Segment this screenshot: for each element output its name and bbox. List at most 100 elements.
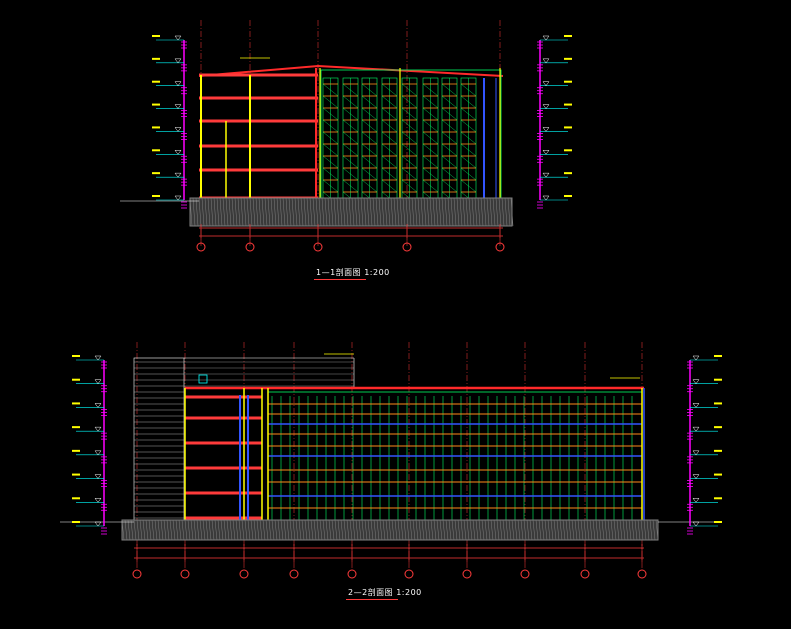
section1-ground-hatch [477, 197, 481, 227]
section2-ground-hatch [619, 519, 623, 541]
section2-ground-hatch [169, 519, 173, 541]
section2-ground-hatch [349, 519, 353, 541]
section2-ground-hatch [124, 519, 128, 541]
section1-ground-hatch [414, 197, 418, 227]
section2-elev-right-label-mark [714, 521, 722, 523]
section1-ground-hatch [381, 197, 385, 227]
section2-ground-hatch [403, 519, 407, 541]
section2-ground-hatch [187, 519, 191, 541]
section2-ground-hatch [433, 519, 437, 541]
section2-ground-hatch [367, 519, 371, 541]
section1-ground-hatch [417, 197, 421, 227]
rack-brace [441, 83, 458, 97]
section2-elev-left-label-mark [72, 473, 80, 476]
section1-ground-hatch [216, 197, 220, 227]
section2-elev-left-triangle [94, 498, 102, 503]
section2-ground-hatch [316, 519, 320, 541]
section2-ground-hatch [166, 519, 170, 541]
section2-ground-hatch [466, 519, 470, 541]
section1-elev-left-triangle [174, 195, 182, 201]
section2-ground-hatch [643, 519, 647, 541]
section2-ground-hatch [181, 519, 185, 541]
section1-elev-left-triangle [174, 104, 182, 109]
section1-ground-hatch [363, 197, 367, 227]
section2-ground-hatch [565, 519, 569, 541]
section2-ground-hatch [271, 519, 275, 541]
axis-bubble [402, 242, 412, 252]
section1-ground-hatch [267, 197, 271, 227]
section1-ground-hatch [366, 197, 370, 227]
section2-ground-hatch [163, 519, 167, 541]
section1-ground-hatch [453, 197, 457, 227]
section1-ground-hatch [315, 197, 319, 227]
section2-elev-left-triangle [94, 474, 102, 479]
section2-ground-hatch [280, 519, 284, 541]
section2-ground-hatch [634, 519, 638, 541]
section2-ground-hatch [142, 519, 146, 541]
section2-ground-hatch [412, 519, 416, 541]
section2-ground-hatch [250, 519, 254, 541]
section2-ground-hatch [628, 519, 632, 541]
section2-ground-hatch [145, 519, 149, 541]
section1-ground-hatch [429, 197, 433, 227]
section2-ground-hatch [445, 519, 449, 541]
section2-ground-hatch [613, 519, 617, 541]
section2-elev-right-label-mark [714, 426, 722, 429]
section2-ground-hatch [190, 519, 194, 541]
section2-ground-hatch [154, 519, 158, 541]
section2-ground-hatch [214, 519, 218, 541]
section2-elev-left-label-mark [72, 449, 80, 452]
section2-elev-left-label-mark [72, 497, 80, 500]
section2-ground-hatch [340, 519, 344, 541]
section1-ground-hatch [495, 197, 499, 227]
section2-ground-hatch [415, 519, 419, 541]
rack-zone [320, 69, 502, 199]
section2-ground-hatch [427, 519, 431, 541]
section1-elev-right-triangle [542, 172, 550, 178]
section2-ground-hatch [388, 519, 392, 541]
section2-ground-hatch [235, 519, 239, 541]
axis-bubble [313, 242, 323, 252]
section2-ground-hatch [208, 519, 212, 541]
rack-brace [381, 167, 398, 181]
section1-elev-right-label-mark [564, 103, 572, 106]
section1-ground-hatch [258, 197, 262, 227]
section1-ground-hatch [387, 197, 391, 227]
section2-ground-hatch [637, 519, 641, 541]
section2-ground-hatch [454, 519, 458, 541]
section2-ground-hatch [259, 519, 263, 541]
axis-bubble [495, 242, 505, 252]
section1-elev-left-triangle [174, 150, 182, 155]
section1-ground-hatch [405, 197, 409, 227]
rack-brace [342, 143, 359, 157]
section2-ground-hatch [451, 519, 455, 541]
section2-ground-hatch [514, 519, 518, 541]
section1-ground-hatch [276, 197, 280, 227]
section1-ground-hatch [222, 197, 226, 227]
section-2-caption-underline [346, 599, 398, 600]
section1-ground-hatch [210, 197, 214, 227]
section1-ground-hatch [402, 197, 406, 227]
section2-elev-right-label-mark [714, 402, 722, 405]
section1-ground-hatch [375, 197, 379, 227]
section2-ground-hatch [136, 519, 140, 541]
section2-ground-hatch [595, 519, 599, 541]
section1-ground-hatch [228, 197, 232, 227]
rack-brace [322, 131, 339, 145]
section2-ground-hatch [355, 519, 359, 541]
section2-ground-hatch [490, 519, 494, 541]
rack-brace [460, 107, 477, 121]
section1-ground-hatch [342, 197, 346, 227]
section1-ground-hatch [372, 197, 376, 227]
section1-elev-left-triangle [174, 172, 182, 178]
section2-ground-hatch [430, 519, 434, 541]
section1-ground-hatch [501, 197, 505, 227]
axis-bubble [132, 569, 142, 579]
section2-ground-hatch [244, 519, 248, 541]
section2-ground-hatch [541, 519, 545, 541]
section1-ground-hatch [300, 197, 304, 227]
section1-elev-right-label-mark [564, 195, 572, 197]
rack-brace [401, 95, 418, 109]
section2-ground-hatch [583, 519, 587, 541]
rack-brace [460, 131, 477, 145]
